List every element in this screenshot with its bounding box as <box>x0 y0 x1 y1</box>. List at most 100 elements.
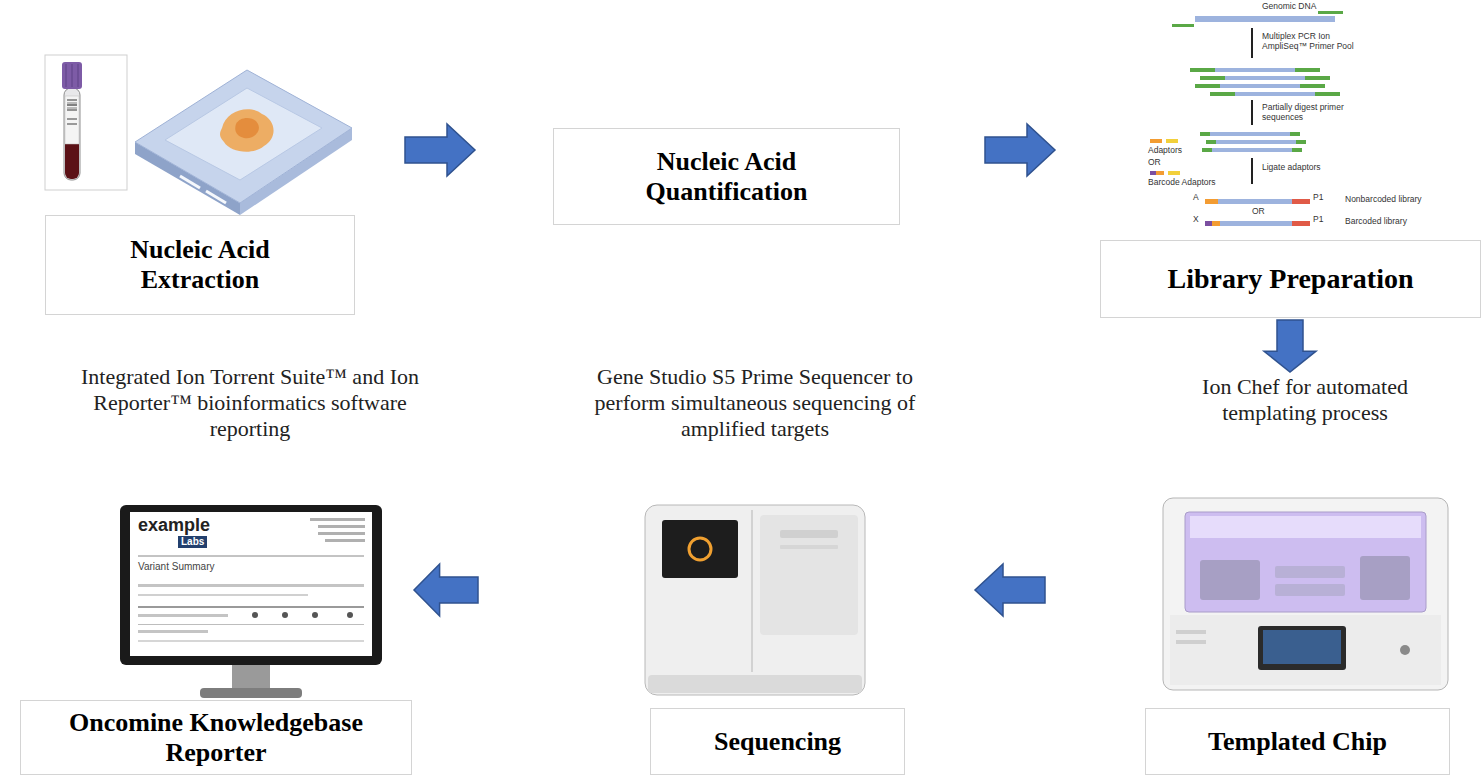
step-description: Ion Chef for automated templating proces… <box>1185 374 1425 426</box>
library-prep-figure-part <box>1156 171 1164 175</box>
s5-sequencer-picture-part <box>751 510 753 672</box>
figure-label: Ligate adaptors <box>1262 163 1321 173</box>
library-prep-figure-part <box>1225 76 1305 80</box>
monitor-picture-part <box>200 688 302 698</box>
monitor-picture-part <box>138 584 364 587</box>
library-prep-figure-part <box>1235 92 1315 96</box>
logo-text: Labs <box>178 536 207 548</box>
library-prep-figure-part <box>1251 100 1253 125</box>
s5-sequencer-picture-part <box>645 505 865 695</box>
monitor-picture-part <box>318 532 365 535</box>
monitor-picture-part <box>120 505 382 665</box>
blood-tube-picture-part <box>45 55 127 190</box>
monitor-picture-part <box>138 630 208 633</box>
library-prep-figure-part <box>1212 221 1220 226</box>
s5-sequencer-picture-part <box>780 545 838 549</box>
blood-tube-picture-part <box>67 118 77 120</box>
ion-chef-picture-part <box>1400 645 1410 655</box>
step-panel: Sequencing <box>650 503 905 775</box>
library-prep-figure-part <box>1212 148 1292 152</box>
library-prep-figure-part <box>1202 148 1212 152</box>
library-prep-figure-part <box>1292 221 1310 226</box>
figure-label: A <box>1193 193 1199 203</box>
s5-sequencer-picture-part <box>662 520 738 578</box>
screen-heading: Variant Summary <box>138 561 215 573</box>
tissue-slide-picture-part <box>235 118 259 138</box>
library-prep-figure-part <box>1190 68 1215 72</box>
figure-label: OR <box>1252 207 1265 217</box>
figure-label: P1 <box>1313 193 1323 203</box>
tissue-slide-picture-part <box>180 176 200 188</box>
figure-label: Barcoded library <box>1345 217 1407 227</box>
ion-chef-picture-part <box>1190 516 1421 538</box>
library-prep-figure-part <box>1305 76 1330 80</box>
library-prep-figure-part <box>1220 221 1292 226</box>
library-prep-figure-part <box>1251 158 1253 184</box>
figure-label: Nonbarcoded library <box>1345 195 1422 205</box>
blood-tube-picture-part <box>67 123 77 125</box>
ion-chef-picture-part <box>1176 640 1206 644</box>
blood-tube-picture-part <box>67 100 77 101</box>
library-prep-figure-part <box>1210 132 1290 136</box>
blood-tube-picture-part <box>66 64 67 87</box>
library-prep-figure-part <box>1292 199 1310 204</box>
library-prep-figure-part <box>1210 92 1235 96</box>
step-title: Library Preparation <box>1167 263 1413 295</box>
ion-chef-picture-part <box>1200 560 1260 600</box>
library-prep-figure-part <box>1290 132 1300 136</box>
ion-chef-picture-part <box>1360 556 1410 600</box>
flow-arrow <box>985 124 1055 176</box>
ion-chef-picture-part <box>1163 498 1448 690</box>
s5-sequencer-picture-part <box>648 675 862 693</box>
monitor-picture-part <box>138 624 364 625</box>
library-prep-figure-part <box>1318 11 1343 14</box>
ion-chef-picture-part <box>1263 630 1341 664</box>
s5-sequencer-picture-part <box>760 515 858 635</box>
blood-tube-picture-part <box>67 104 77 105</box>
monitor-picture-part <box>347 612 353 618</box>
ion-chef-picture-part <box>1275 566 1345 578</box>
figure-label: Multiplex PCR Ion AmpliSeq™ Primer Pool <box>1262 32 1362 52</box>
step-panel: Oncomine Knowledgebase Reporter <box>20 505 412 775</box>
library-prep-figure-part <box>1150 139 1162 143</box>
figure-label: Adaptors <box>1148 146 1182 156</box>
monitor-picture-part <box>130 512 372 656</box>
library-prep-figure-part <box>1200 132 1210 136</box>
library-prep-figure-part <box>1251 28 1253 58</box>
blood-tube-picture-part <box>67 103 77 104</box>
monitor-picture-part <box>318 525 365 528</box>
blood-tube-picture-part <box>67 108 77 109</box>
step-title: Nucleic Acid Quantification <box>617 147 837 207</box>
monitor-picture-part <box>282 612 288 618</box>
monitor-picture-part <box>138 606 364 608</box>
step-title: Sequencing <box>714 727 841 757</box>
blood-tube-picture-part <box>65 96 79 144</box>
flow-arrow <box>1264 320 1316 372</box>
library-prep-figure-part <box>1206 140 1216 144</box>
ion-chef-picture-part <box>1275 584 1345 596</box>
step-label-box: Nucleic Acid Extraction <box>45 215 355 315</box>
monitor-picture-part <box>138 640 364 642</box>
monitor-picture-part <box>138 594 308 596</box>
monitor-picture-part <box>138 614 228 617</box>
tissue-slide-picture-part <box>165 88 322 180</box>
ion-chef-picture-part <box>1185 512 1426 612</box>
step-label-box: Oncomine Knowledgebase Reporter <box>20 700 412 775</box>
step-title: Templated Chip <box>1208 727 1387 757</box>
monitor-picture-part <box>325 539 365 542</box>
tissue-slide-picture <box>135 70 352 215</box>
step-title: Oncomine Knowledgebase Reporter <box>29 708 403 768</box>
library-prep-figure-part <box>1200 76 1225 80</box>
step-description: Gene Studio S5 Prime Sequencer to perfor… <box>575 364 935 442</box>
ion-chef-picture-part <box>1170 615 1441 685</box>
flow-arrow <box>405 124 475 176</box>
monitor-picture-part <box>232 665 270 689</box>
ion-chef-picture <box>1163 498 1448 690</box>
figure-label: X <box>1193 215 1199 225</box>
s5-sequencer-picture-part <box>780 530 838 538</box>
library-prep-figure-part <box>1166 139 1178 143</box>
library-prep-figure-part <box>1292 148 1302 152</box>
tissue-slide-picture-part <box>206 191 226 203</box>
step-label-box: Library Preparation <box>1100 240 1481 318</box>
library-prep-figure-part <box>1172 24 1194 27</box>
